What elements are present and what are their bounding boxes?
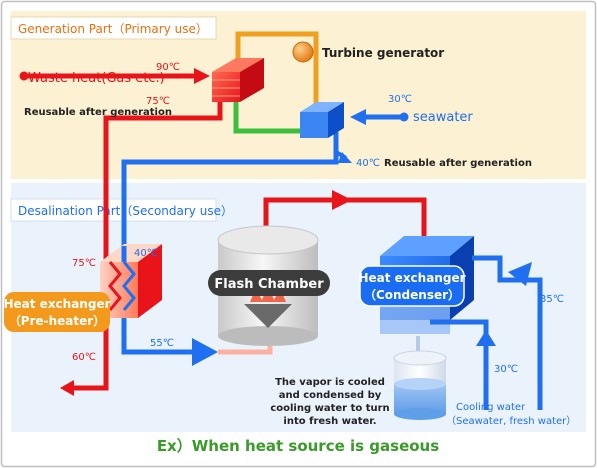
temp-40-gen-label: 40℃ (356, 158, 380, 169)
hot-gas-pipe (103, 98, 223, 262)
condenser-label-2: （Condenser） (364, 287, 460, 302)
desalination-title-box (10, 198, 217, 222)
preheated-water-arrow (192, 338, 218, 366)
condenser-label-1: Heat exchanger (358, 271, 465, 285)
flash-chamber-label: Flash Chamber (214, 277, 324, 292)
temp-30-sea-label: 30℃ (388, 94, 412, 105)
vapor-arrow (332, 190, 352, 210)
temp-30-des-label: 30℃ (494, 364, 518, 375)
temp-90-label: 90℃ (156, 62, 180, 73)
preheater-label-box (4, 292, 110, 332)
vapor-text-3: cooling water to turn (270, 403, 389, 414)
temp-75-des-label: 75℃ (72, 258, 96, 269)
condenser-label-box (359, 265, 465, 307)
generation-title: Generation Part（Primary use） (18, 22, 208, 36)
seawater-label: seawater (413, 110, 473, 125)
cooling-water-label-2: （Seawater, fresh water） (446, 415, 576, 427)
waste-heat-inlet-dot (19, 71, 29, 81)
cooling-water-label-1: Cooling water (456, 402, 526, 413)
waste-heat-arrow (194, 68, 210, 84)
vapor-text-4: into fresh water. (283, 416, 376, 427)
reusable-label-2: Reusable after generation (384, 158, 532, 169)
turbine-label: Turbine generator (322, 46, 444, 60)
cooling-out-arrow (338, 152, 352, 163)
temp-55-label: 55℃ (150, 338, 174, 349)
exhaust-arrow (60, 380, 74, 396)
temp-75-gen-label: 75℃ (146, 96, 170, 107)
preheater-label-2: （Pre-heater） (9, 313, 105, 328)
primary-heat-exchanger-icon (212, 58, 264, 102)
temp-40-des-label: 40℃ (134, 248, 158, 259)
cooling-out-right-pipe (472, 255, 543, 410)
generation-condenser-icon (300, 102, 344, 138)
freshwater-tank-icon (393, 350, 447, 420)
vapor-text-2: and condensed by (279, 390, 382, 401)
cooling-out-right-arrow (508, 262, 532, 286)
temp-35-label: 35℃ (540, 294, 564, 305)
seawater-arrow (350, 109, 366, 125)
vapor-text-1: The vapor is cooled (275, 377, 385, 388)
cooling-in-pipe (430, 319, 489, 410)
seawater-inlet-dot (399, 112, 409, 122)
green-loop-pipe (233, 100, 300, 134)
preheater-label-1: Heat exchanger (3, 297, 110, 311)
cooling-in-arrow (476, 330, 496, 346)
waste-heat-label: Waste heat(Gas etc.) (28, 71, 165, 86)
reusable-label-1: Reusable after generation (24, 107, 172, 118)
turbine-generator-icon (292, 41, 314, 63)
generation-title-box (10, 16, 217, 40)
temp-60-label: 60℃ (72, 352, 96, 363)
diagram-caption: Ex）When heat source is gaseous (157, 437, 439, 455)
flash-chamber-icon (208, 225, 330, 346)
